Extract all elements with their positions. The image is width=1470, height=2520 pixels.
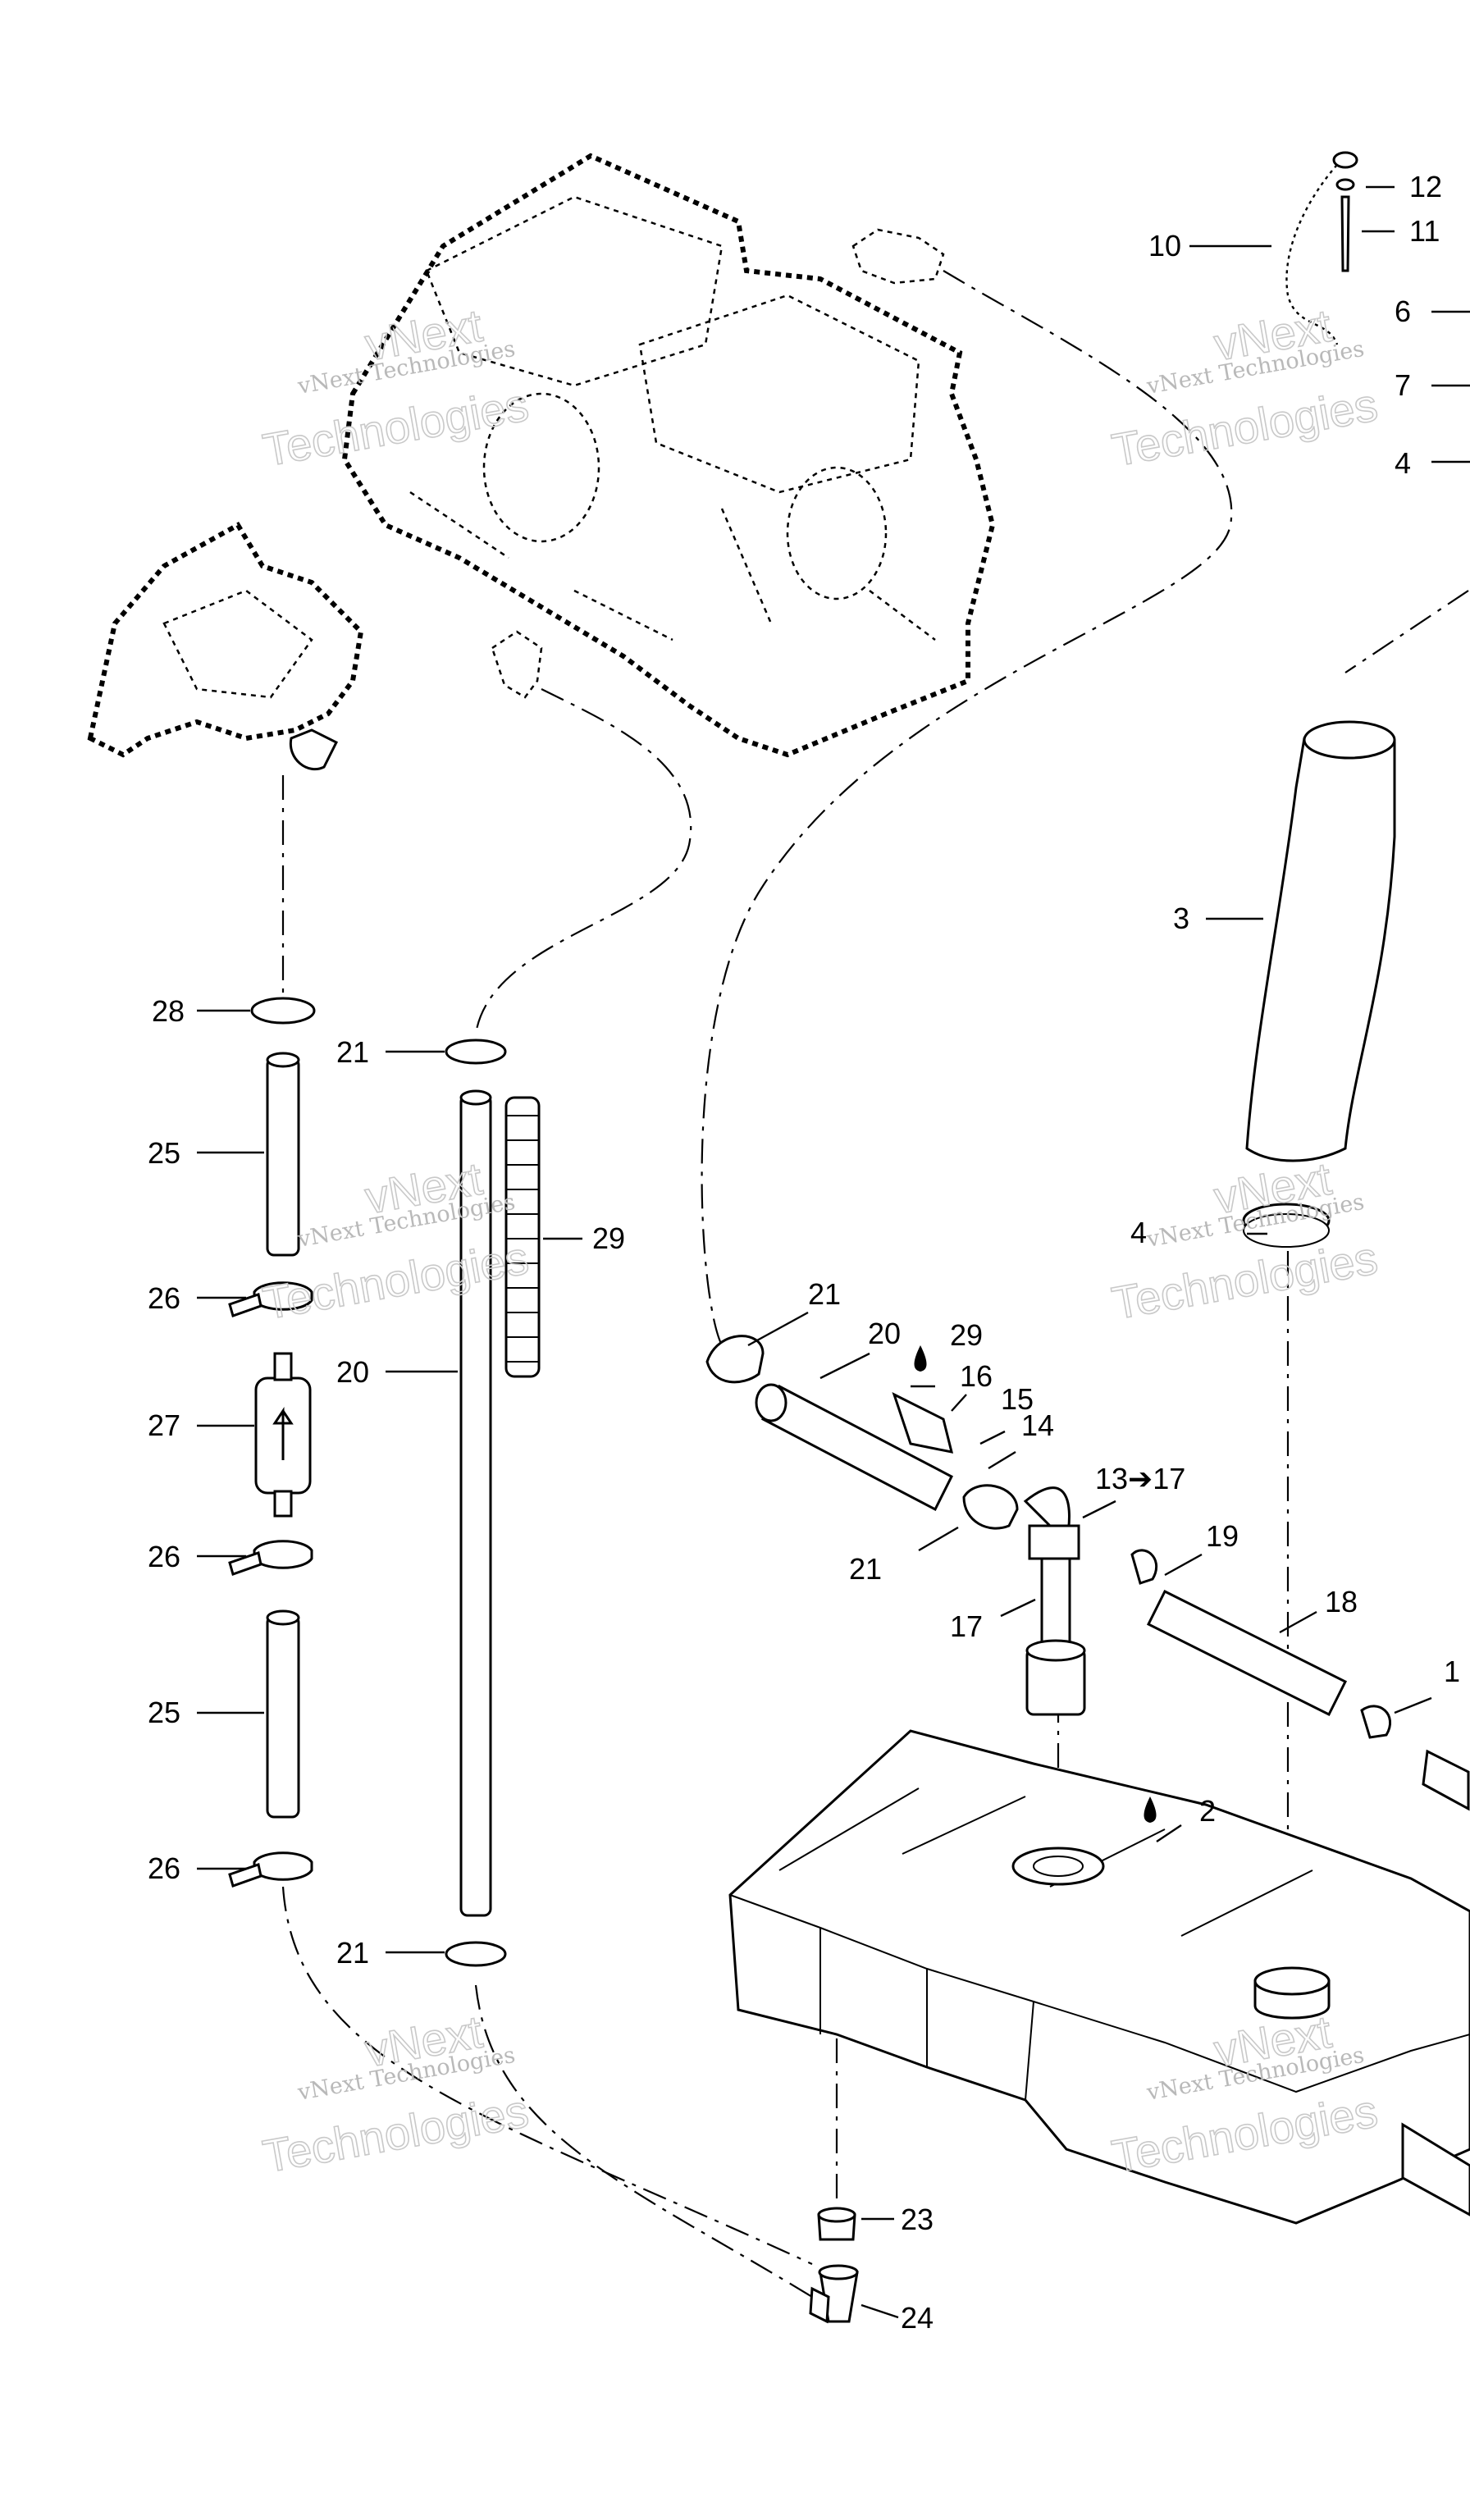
filler-hose-clamp — [1242, 1203, 1331, 1248]
callout-29-sleeve: 29 — [592, 1221, 625, 1255]
fitting-1 — [1422, 1749, 1470, 1811]
callout-20-center: 20 — [336, 1355, 369, 1389]
callout-4-lower: 4 — [1130, 1216, 1147, 1249]
center-hose-assembly — [445, 1039, 541, 1967]
drop-icon-29 — [914, 1345, 927, 1372]
callout-17: 17 — [950, 1609, 983, 1643]
hose-25-upper — [266, 1057, 300, 1257]
hose-18 — [1146, 1589, 1348, 1717]
callout-21-top: 21 — [336, 1035, 369, 1069]
callout-18: 18 — [1325, 1585, 1358, 1618]
callout-7: 7 — [1395, 368, 1411, 402]
callout-28: 28 — [152, 994, 185, 1028]
fuel-pump-phantom — [87, 521, 364, 770]
callout-13-17: 13➔17 — [1095, 1462, 1185, 1495]
top-connector-phantom — [851, 228, 945, 285]
sender-assembly — [705, 1335, 1470, 1811]
pump-outlet-fitting — [289, 728, 339, 770]
callout-23: 23 — [901, 2203, 934, 2236]
callout-10: 10 — [1148, 229, 1181, 262]
clamp-21-upper-sender — [705, 1335, 765, 1384]
callout-25-upper: 25 — [148, 1136, 180, 1170]
callout-12: 12 — [1409, 170, 1442, 203]
callout-19: 19 — [1206, 1519, 1239, 1553]
spiral-sleeve-29 — [504, 1096, 541, 1378]
clamp-21-top — [445, 1039, 507, 1065]
callout-25-lower: 25 — [148, 1696, 180, 1729]
leader-lines — [197, 185, 1470, 2319]
clamp-1 — [1360, 1705, 1392, 1739]
callout-26-c: 26 — [148, 1851, 180, 1885]
callout-16: 16 — [960, 1359, 993, 1393]
callout-11: 11 — [1409, 214, 1440, 248]
clamp-19 — [1130, 1549, 1158, 1585]
callout-4-upper: 4 — [1395, 446, 1411, 480]
callout-1: 1 — [1444, 1655, 1460, 1688]
drop-icon-2 — [1144, 1796, 1157, 1823]
clamp-21-bottom — [445, 1941, 507, 1967]
callout-27: 27 — [148, 1408, 180, 1442]
clamp-26-a — [253, 1281, 313, 1311]
sender-head-17 — [1028, 1524, 1080, 1560]
cap-tether — [1285, 151, 1358, 345]
callout-labels: 1 2 3 4 4 6 7 10 11 12 13➔17 14 15 16 17… — [148, 170, 1460, 2335]
clamp-21-lower-sender — [962, 1484, 1019, 1530]
callout-26-b: 26 — [148, 1540, 180, 1573]
engine-fitting-phantom — [491, 630, 543, 699]
callout-21-sender-upper: 21 — [808, 1277, 841, 1311]
callout-21-sender-lower: 21 — [849, 1552, 882, 1586]
callout-21-bottom: 21 — [336, 1936, 369, 1970]
engine-block-phantom — [341, 153, 996, 758]
callout-20-sender: 20 — [868, 1317, 901, 1350]
callout-24: 24 — [901, 2301, 934, 2335]
connector-16 — [892, 1392, 954, 1454]
callout-6: 6 — [1395, 294, 1411, 328]
clamp-26-b — [253, 1540, 313, 1569]
callout-14: 14 — [1021, 1408, 1054, 1442]
hose-20-short — [761, 1384, 953, 1512]
filler-hose — [1245, 720, 1396, 1162]
drain-fitting — [809, 2207, 859, 2324]
callout-15: 15 — [1001, 1382, 1034, 1416]
callout-26-a: 26 — [148, 1281, 180, 1315]
clamp-26-c — [253, 1851, 313, 1881]
callout-2: 2 — [1199, 1794, 1216, 1828]
callout-3: 3 — [1173, 902, 1189, 935]
clamp-28 — [250, 997, 316, 1025]
left-hose-assembly — [228, 997, 316, 1888]
hose-25-lower — [266, 1614, 300, 1819]
fuel-tank — [728, 1729, 1470, 2225]
fluid-drop-icons — [914, 1345, 1157, 1823]
callout-29-sender: 29 — [950, 1318, 983, 1352]
